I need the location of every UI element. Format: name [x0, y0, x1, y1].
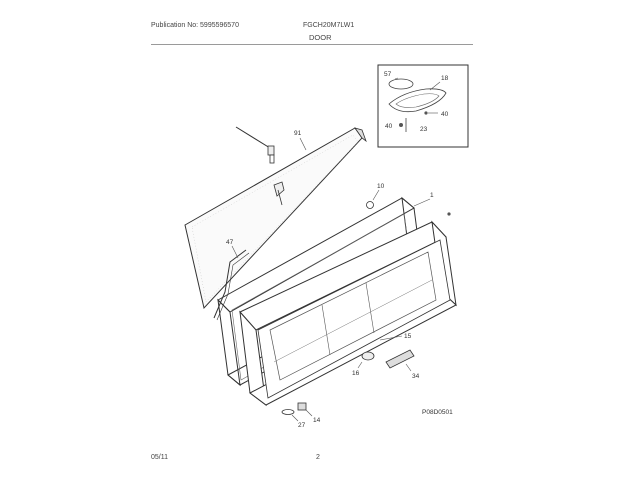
callout-inset-40a: 40: [385, 123, 393, 130]
inset-frame: [377, 64, 469, 148]
footer-date: 05/11: [151, 454, 168, 461]
hinge-rod-line: [235, 126, 271, 149]
part-47-rod-inner: [216, 252, 250, 321]
leader-34: [405, 363, 412, 372]
part-47: [213, 245, 250, 321]
inset-screw-40a: [399, 123, 403, 127]
callout-inset-40b: 40: [441, 111, 449, 118]
inset-handle-housing: [388, 88, 447, 113]
callout-inset-57: 57: [384, 71, 392, 78]
callout-inset-18: 18: [441, 75, 449, 82]
bracket-stem: [277, 189, 283, 206]
callout-14: 14: [313, 417, 321, 424]
publication-number: Publication No: 5995596570: [151, 22, 239, 29]
liner-divider-1: [321, 304, 331, 356]
leader-91: [299, 137, 307, 151]
model-number: FGCH20M7LW1: [303, 22, 355, 29]
liner-face: [257, 239, 451, 399]
part-27-washer: [281, 409, 295, 415]
part-34: [385, 349, 415, 372]
inset-screw-40b: [424, 111, 428, 115]
callout-inset-23: 23: [420, 126, 428, 133]
screw-right: [447, 212, 451, 216]
leader-10: [372, 189, 380, 201]
handle-bracket: [273, 181, 285, 206]
part-34-cap: [385, 349, 415, 369]
leader-1: [413, 198, 431, 207]
callout-47: 47: [226, 239, 234, 246]
door-panel-91: [184, 127, 367, 310]
hinge-pin-bottom: [269, 154, 275, 164]
header-rule: [151, 44, 473, 45]
callout-16: 16: [352, 370, 360, 377]
leader-15: [379, 335, 403, 341]
callout-27: 27: [298, 422, 306, 429]
inset-detail: 57 18 40 40 23: [377, 64, 469, 148]
leader-16: [357, 361, 363, 369]
part-16-handle: [361, 351, 375, 361]
part-10: [366, 189, 380, 209]
callout-10: 10: [377, 183, 385, 190]
hinge-pin-top: [267, 145, 275, 156]
hinge-rod: [235, 126, 275, 164]
bracket-shape: [273, 181, 285, 197]
door-panel-texture: [191, 134, 359, 303]
part-10-knob: [366, 201, 374, 209]
inset-handle-inner: [395, 93, 440, 108]
callout-34: 34: [412, 373, 420, 380]
part-14-block: [297, 402, 307, 411]
callout-15: 15: [404, 333, 412, 340]
leader-18: [429, 81, 441, 91]
door-outer-panel-edge: [354, 127, 367, 143]
callout-1: 1: [430, 192, 434, 199]
inset-cover-57: [388, 78, 414, 90]
leader-47: [231, 245, 239, 259]
liner-divider-2: [365, 282, 375, 334]
figure-code: P08D0501: [422, 409, 453, 416]
inner-liner: [239, 220, 457, 407]
bottom-hinge: [281, 402, 313, 422]
part-47-rod: [213, 249, 247, 319]
leader-14: [305, 409, 313, 417]
leader-57: [394, 77, 399, 80]
footer-page-number: 2: [316, 454, 320, 461]
leader-27: [291, 414, 299, 422]
part-16: [357, 351, 375, 369]
liner-recess: [269, 251, 437, 381]
section-title: DOOR: [309, 33, 332, 42]
liner-ledge: [273, 279, 433, 363]
gasket-side-left: [217, 298, 241, 387]
callout-91: 91: [294, 130, 302, 137]
